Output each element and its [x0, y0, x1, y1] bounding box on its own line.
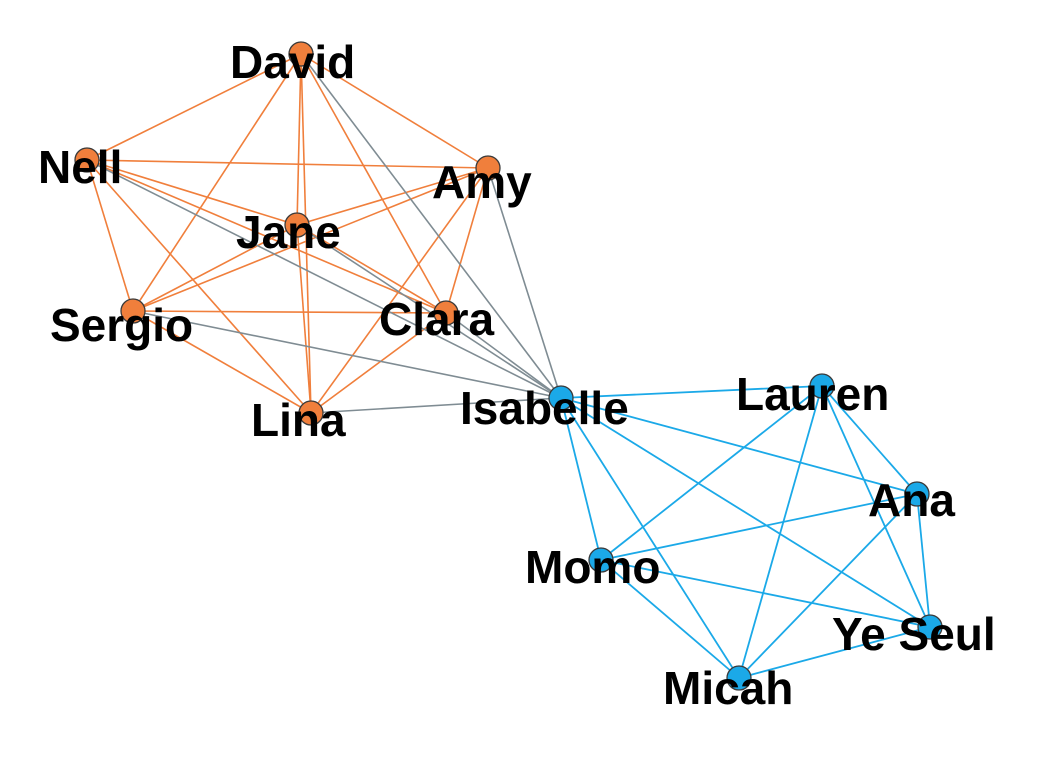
node-isabelle[interactable]: [548, 385, 574, 411]
edge-nell-amy: [86, 159, 489, 169]
edge-amy-isabelle: [487, 167, 562, 399]
edge-ana-yeseul: [916, 493, 931, 628]
edge-david-isabelle: [300, 53, 562, 399]
edge-nell-lina: [86, 159, 312, 414]
node-label-nell: Nell: [38, 141, 122, 193]
edge-jane-sergio: [132, 224, 298, 312]
node-sergio[interactable]: [120, 298, 146, 324]
edge-yeseul-micah: [738, 626, 931, 679]
edge-lauren-yeseul: [821, 385, 931, 628]
edge-jane-isabelle: [296, 224, 562, 399]
edge-sergio-clara: [132, 310, 447, 314]
edge-jane-lina: [296, 224, 312, 414]
node-label-amy: Amy: [432, 156, 532, 208]
edge-sergio-lina: [132, 310, 312, 414]
node-label-lina: Lina: [251, 394, 346, 446]
node-lina[interactable]: [298, 400, 324, 426]
edge-isabelle-yeseul: [560, 397, 931, 628]
node-label-lauren: Lauren: [736, 368, 889, 420]
node-micah[interactable]: [726, 665, 752, 691]
edge-amy-clara: [445, 167, 489, 314]
node-label-yeseul: Ye Seul: [832, 608, 996, 660]
node-label-sergio: Sergio: [50, 299, 193, 351]
edge-lauren-micah: [738, 385, 823, 679]
node-label-ana: Ana: [868, 474, 955, 526]
node-clara[interactable]: [433, 300, 459, 326]
node-lauren[interactable]: [809, 373, 835, 399]
node-amy[interactable]: [475, 155, 501, 181]
node-label-momo: Momo: [525, 541, 660, 593]
node-label-micah: Micah: [663, 662, 793, 714]
edge-isabelle-micah: [560, 397, 740, 679]
edge-isabelle-ana: [560, 397, 918, 495]
node-layer: [74, 41, 943, 691]
edge-nell-jane: [86, 159, 298, 226]
node-nell[interactable]: [74, 147, 100, 173]
node-label-clara: Clara: [379, 293, 494, 345]
node-momo[interactable]: [588, 547, 614, 573]
edge-clara-isabelle: [445, 312, 562, 399]
edge-amy-sergio: [132, 167, 489, 312]
edge-david-clara: [300, 53, 447, 314]
edge-jane-clara: [296, 224, 447, 314]
edge-momo-micah: [600, 559, 740, 679]
node-label-isabelle: Isabelle: [460, 382, 629, 434]
edge-lauren-momo: [600, 385, 823, 561]
edge-isabelle-lauren: [560, 385, 823, 399]
edge-david-amy: [300, 53, 489, 169]
edge-nell-clara: [86, 159, 447, 314]
edge-isabelle-momo: [560, 397, 602, 561]
edge-david-sergio: [132, 53, 302, 312]
node-yeseul[interactable]: [917, 614, 943, 640]
node-ana[interactable]: [904, 481, 930, 507]
node-jane[interactable]: [284, 212, 310, 238]
edge-ana-momo: [600, 493, 918, 561]
edge-amy-jane: [296, 167, 489, 226]
edge-nell-sergio: [86, 159, 134, 312]
edge-david-jane: [296, 53, 302, 226]
edge-david-nell: [86, 53, 302, 161]
edge-ana-micah: [738, 493, 918, 679]
node-david[interactable]: [288, 41, 314, 67]
edge-lina-isabelle: [310, 397, 562, 414]
node-label-jane: Jane: [236, 206, 341, 258]
edge-momo-yeseul: [600, 559, 931, 628]
edge-layer: [86, 53, 931, 679]
edge-sergio-isabelle: [132, 310, 562, 399]
edge-lauren-ana: [821, 385, 918, 495]
node-label-david: David: [230, 36, 355, 88]
edge-amy-lina: [310, 167, 489, 414]
edge-nell-isabelle: [86, 159, 562, 399]
